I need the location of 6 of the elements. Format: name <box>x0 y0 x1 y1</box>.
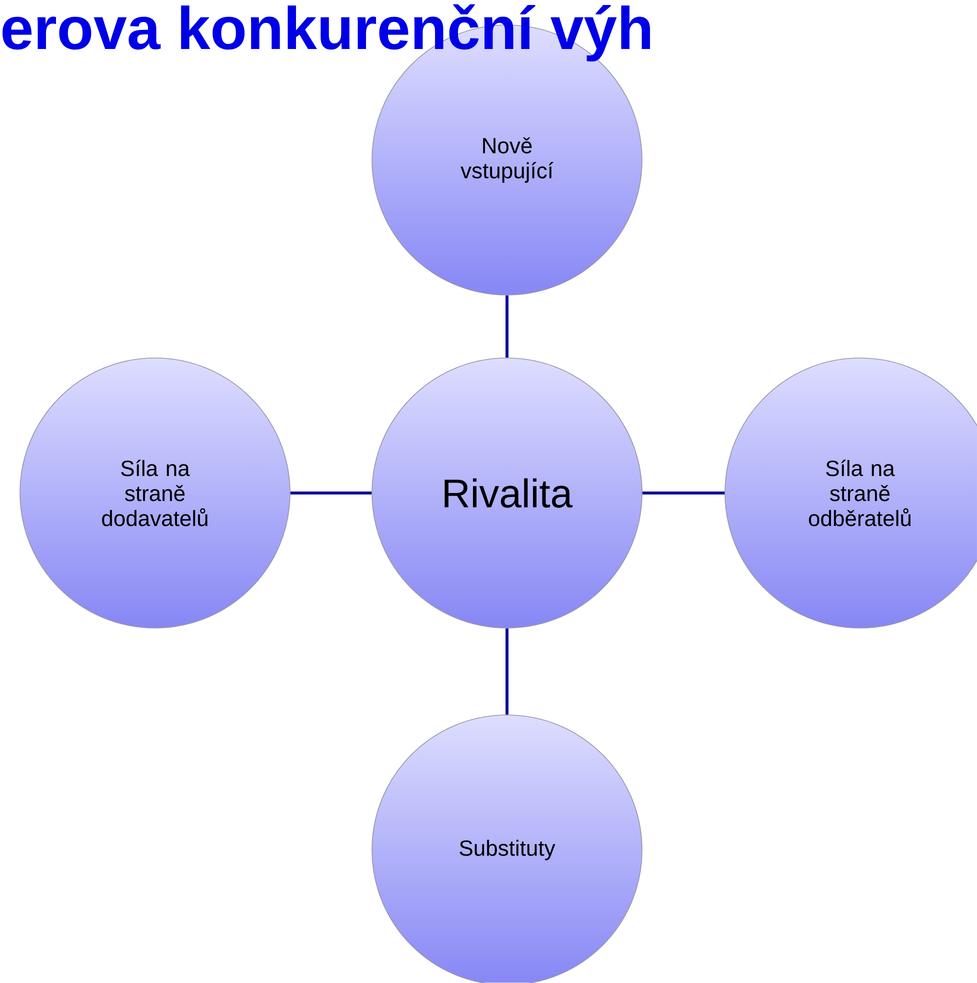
circle-node: Síla na straně dodavatelů <box>20 358 290 628</box>
connector-line <box>506 628 508 715</box>
connector-line <box>290 492 372 494</box>
connector-line <box>506 295 508 358</box>
circle-node: Rivalita <box>372 358 642 628</box>
connector-line <box>642 492 725 494</box>
